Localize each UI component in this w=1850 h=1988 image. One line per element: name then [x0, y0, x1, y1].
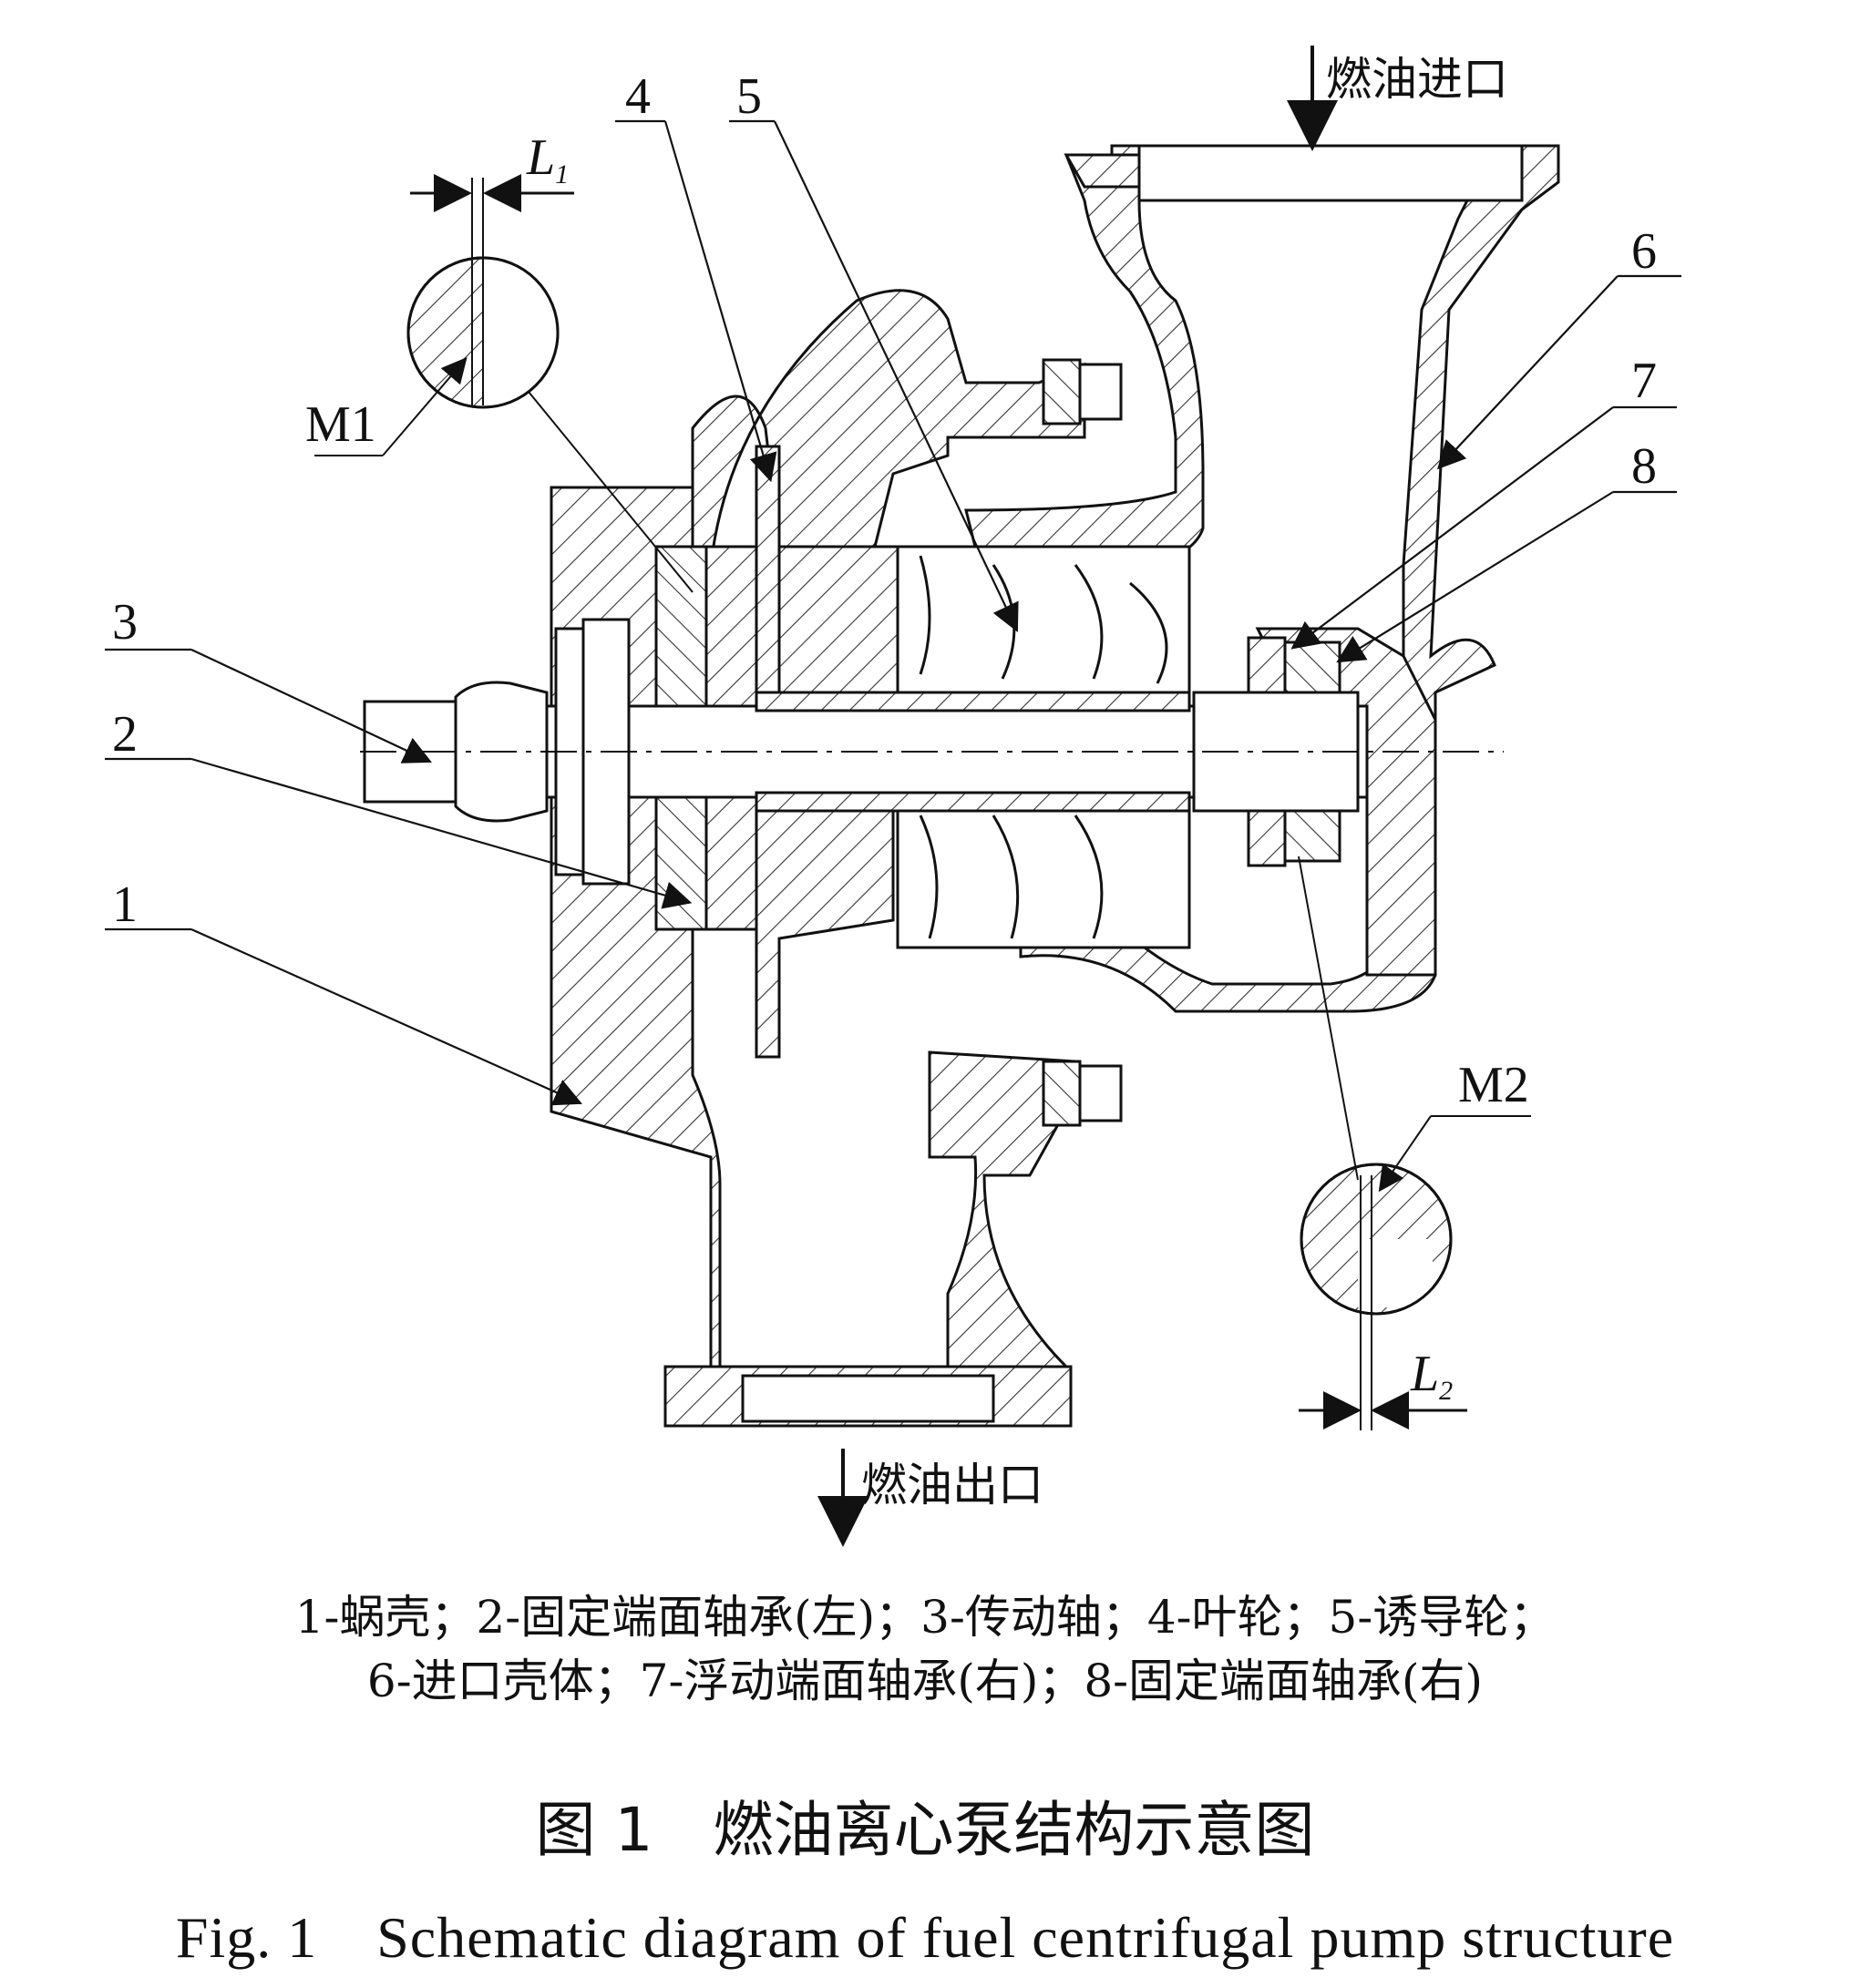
inlet-label: 燃油进口 — [1326, 53, 1508, 106]
inlet-bore — [1137, 144, 1524, 202]
shaft-hub-hatch-top — [755, 691, 1191, 712]
leader-lines — [105, 119, 1681, 1106]
impeller-hub — [777, 545, 899, 694]
caption-en: Fig. 1 Schematic diagram of fuel centrif… — [175, 1905, 1675, 1970]
inducer-blade-5 — [919, 815, 939, 939]
inlet-flange-left — [1064, 153, 1141, 189]
outlet-bore — [741, 1374, 995, 1423]
legend-line-2: 6-进口壳体；7-浮动端面轴承(右)；8-固定端面轴承(右) — [366, 1655, 1484, 1707]
inducer-blade-1 — [919, 555, 931, 675]
flow-arrows — [817, 46, 1338, 1547]
inducer-lower — [896, 809, 1191, 949]
lower-bolt-nut — [1042, 1060, 1082, 1127]
detail-m2 — [1298, 856, 1531, 1430]
part-label-7: 7 — [1631, 353, 1657, 409]
outlet-label: 燃油出口 — [861, 1459, 1043, 1511]
inducer-blade-7 — [1074, 815, 1104, 939]
detail-m1 — [314, 174, 694, 593]
legend-line-1: 1-蜗壳；2-固定端面轴承(左)；3-传动轴；4-叶轮；5-诱导轮； — [294, 1591, 1556, 1644]
part-label-2: 2 — [112, 706, 138, 763]
detail-m1-label: M1 — [305, 396, 376, 453]
part-label-1: 1 — [112, 876, 138, 933]
gap-l2-main: L — [1411, 1346, 1440, 1402]
lower-bolt-thread — [1078, 1064, 1123, 1122]
gap-l1-label: L1 — [527, 132, 569, 189]
upper-bolt-thread — [1078, 363, 1123, 421]
gap-l2-label: L2 — [1411, 1348, 1453, 1405]
shaft-hub-hatch-bottom — [755, 791, 1191, 813]
inducer-blade-6 — [992, 815, 1020, 939]
inducer — [896, 545, 1191, 694]
detail-m2-label: M2 — [1458, 1057, 1529, 1113]
gap-l2-sub: 2 — [1439, 1376, 1454, 1406]
part-label-3: 3 — [112, 594, 138, 651]
gap-l1-main: L — [527, 129, 556, 186]
part-label-5: 5 — [736, 68, 762, 125]
part-label-6: 6 — [1631, 223, 1657, 280]
inducer-blade-4 — [1129, 581, 1168, 684]
inducer-blade-3 — [1074, 564, 1104, 680]
upper-bolt-nut — [1042, 358, 1082, 425]
part-label-4: 4 — [625, 68, 651, 125]
part-label-8: 8 — [1631, 438, 1657, 495]
caption-cn: 图 1 燃油离心泵结构示意图 — [535, 1795, 1315, 1865]
gap-l1-sub: 1 — [555, 159, 570, 190]
